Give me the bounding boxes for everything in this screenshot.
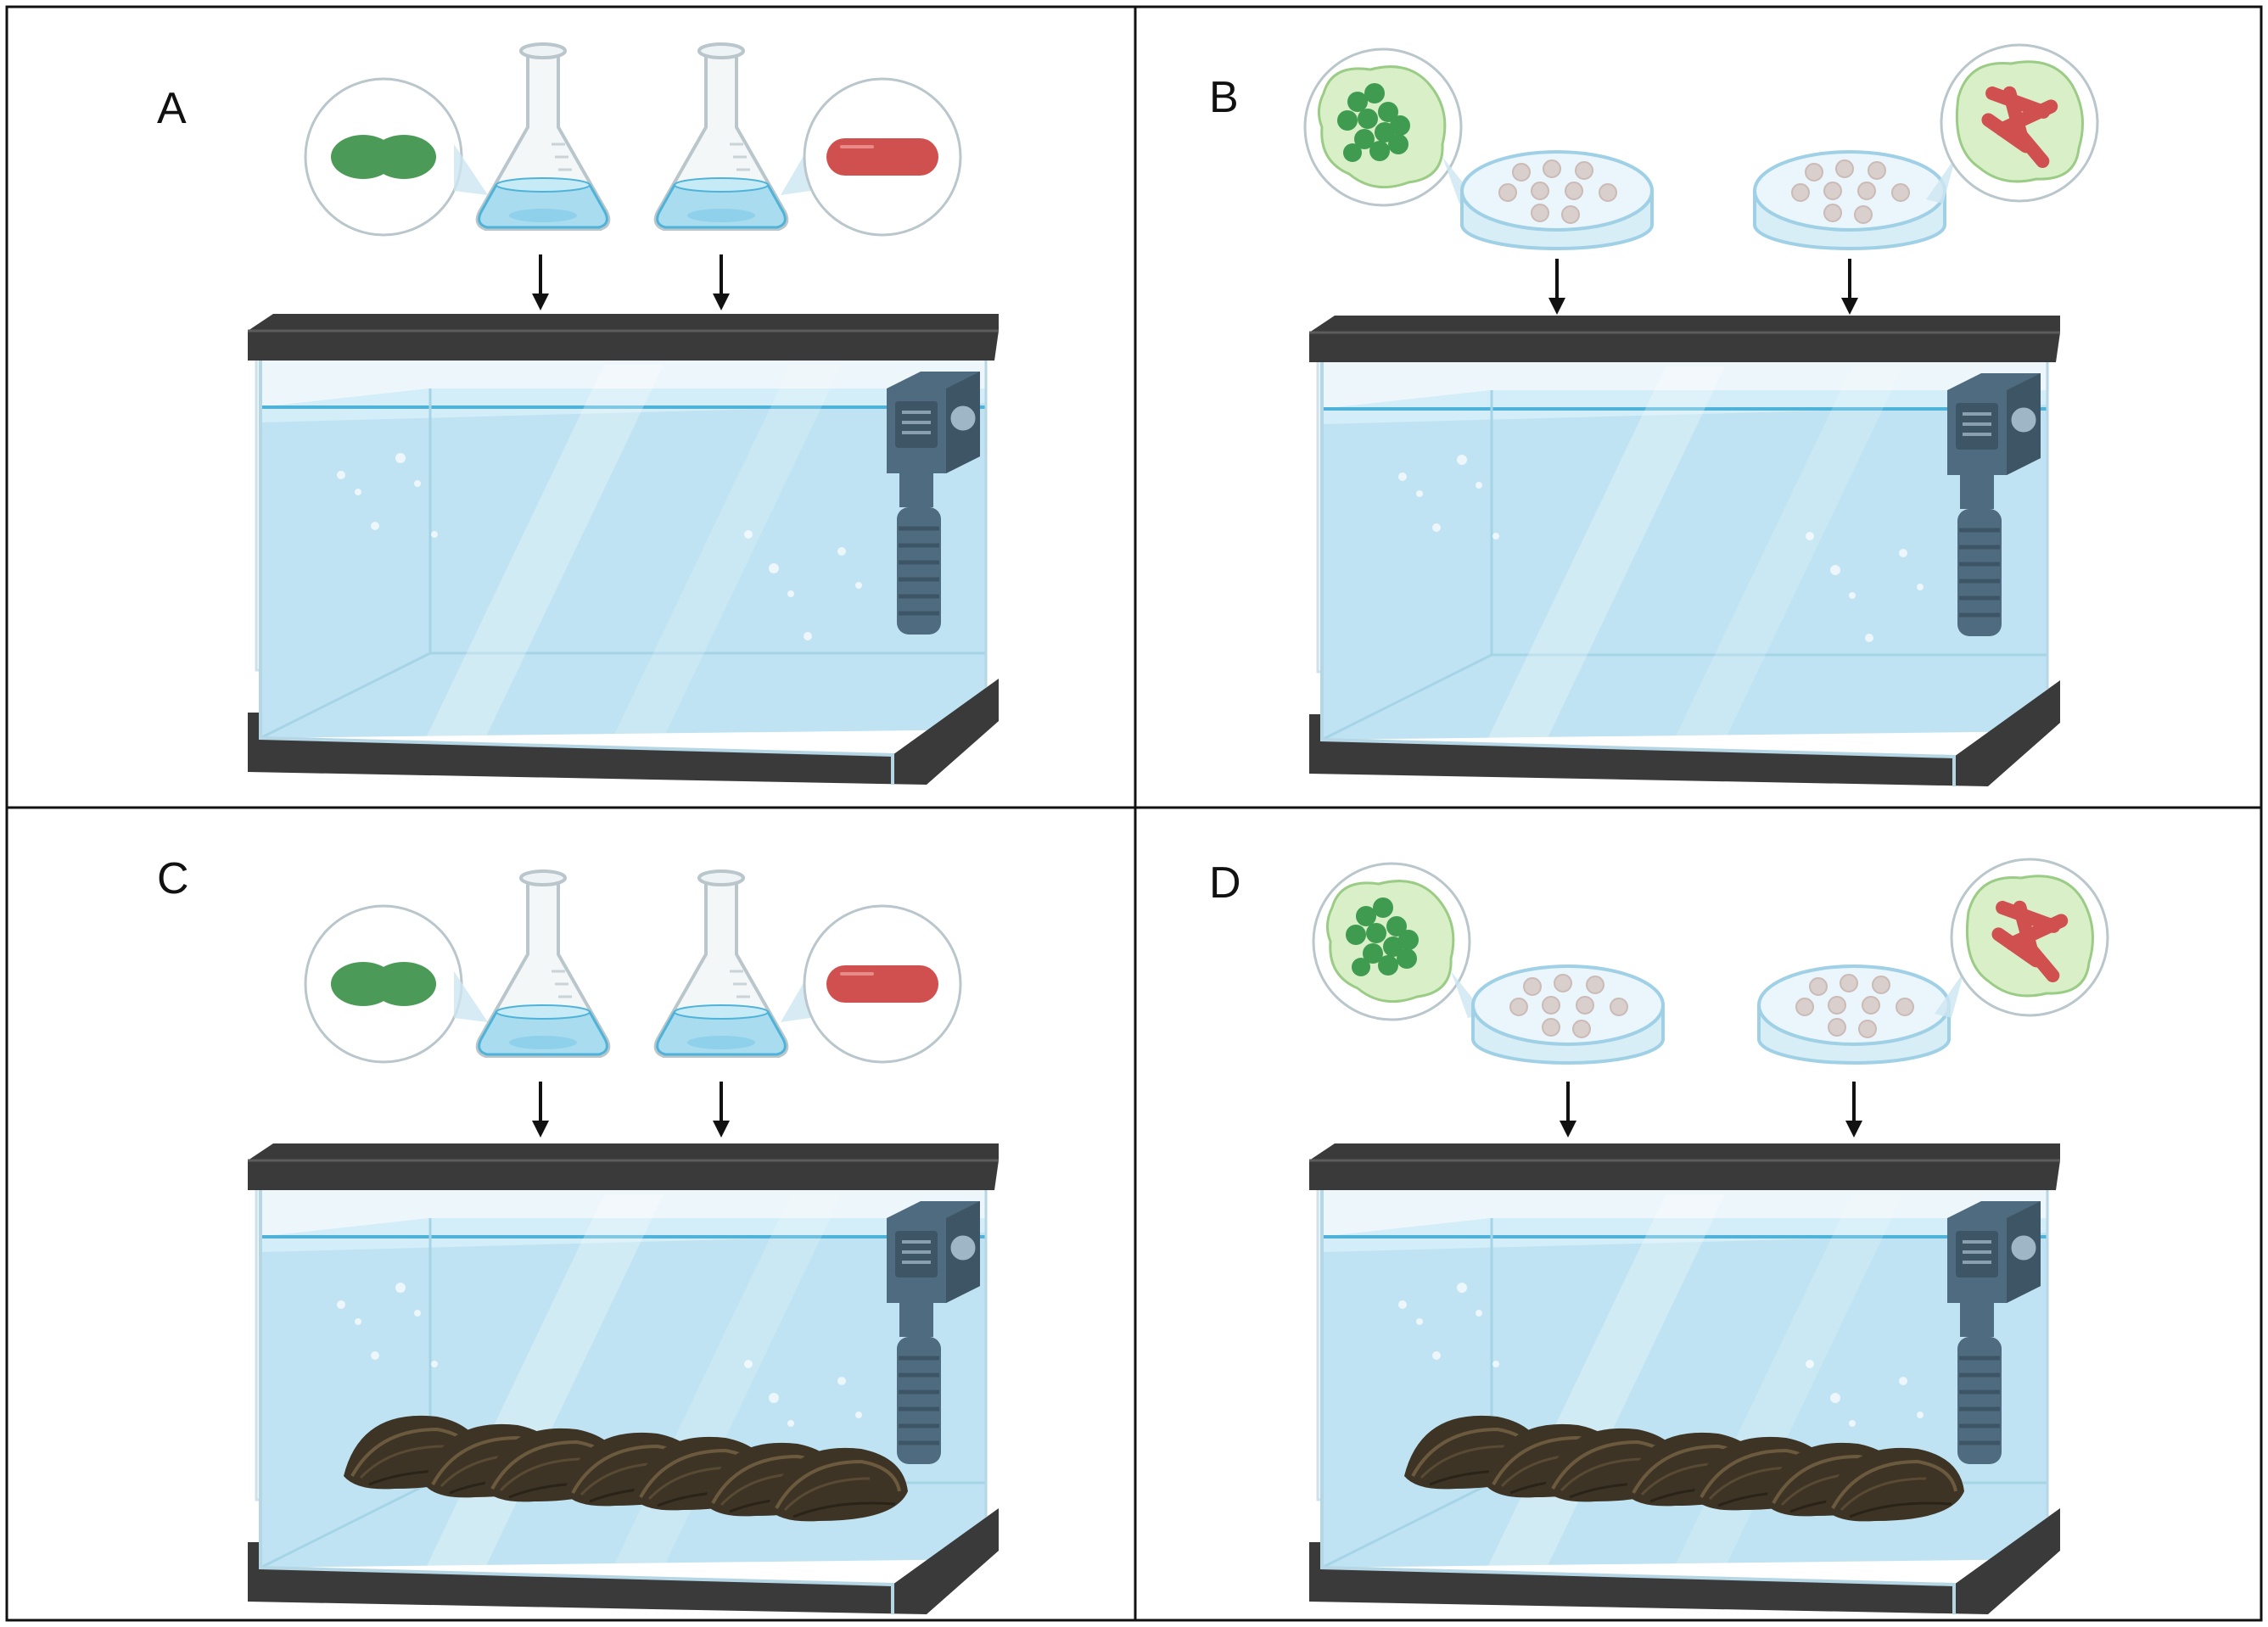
inset-pointer xyxy=(454,971,488,1022)
red-bacteria-inset xyxy=(803,904,962,1064)
erlenmeyer-flask-icon xyxy=(475,869,611,1058)
panel-label-b: B xyxy=(1209,73,1239,122)
down-arrow-icon xyxy=(711,253,731,312)
panel-c: C xyxy=(157,854,1000,1616)
down-arrow-icon xyxy=(530,253,551,312)
down-arrow-icon xyxy=(1840,257,1860,316)
red-bacteria-inset xyxy=(803,77,962,237)
panel-b: B xyxy=(1209,43,2099,788)
green-bacteria-inset xyxy=(304,904,463,1064)
green-colony-inset xyxy=(1303,48,1463,207)
down-arrow-icon xyxy=(1547,257,1567,316)
erlenmeyer-flask-icon xyxy=(475,42,611,231)
petri-dish-icon xyxy=(1753,150,1946,250)
red-colony-inset xyxy=(1940,43,2099,203)
inset-pointer xyxy=(1935,971,1964,1018)
green-colony-inset xyxy=(1312,862,1471,1021)
petri-dish-icon xyxy=(1460,150,1654,250)
panel-label-a: A xyxy=(157,84,187,133)
panel-label-c: C xyxy=(157,854,189,903)
down-arrow-icon xyxy=(530,1080,551,1139)
down-arrow-icon xyxy=(1558,1080,1578,1139)
grid-borders xyxy=(5,5,2263,1622)
red-colony-inset xyxy=(1950,858,2109,1017)
inset-pointer xyxy=(781,144,810,195)
inset-pointer xyxy=(781,971,810,1022)
panel-d: D xyxy=(1209,858,2109,1616)
petri-dish-icon xyxy=(1757,964,1951,1065)
aquarium-tank xyxy=(1308,1142,2062,1616)
green-bacteria-inset xyxy=(304,77,463,237)
aquarium-tank xyxy=(246,1142,1000,1616)
aquarium-tank xyxy=(1308,314,2062,788)
panel-label-d: D xyxy=(1209,858,1241,908)
aquarium-tank xyxy=(246,312,1000,786)
erlenmeyer-flask-icon xyxy=(653,42,789,231)
down-arrow-icon xyxy=(1844,1080,1864,1139)
panel-a: A xyxy=(157,42,1000,786)
down-arrow-icon xyxy=(711,1080,731,1139)
inset-pointer xyxy=(454,144,488,195)
erlenmeyer-flask-icon xyxy=(653,869,789,1058)
petri-dish-icon xyxy=(1471,964,1665,1065)
inset-pointer xyxy=(1926,157,1956,204)
